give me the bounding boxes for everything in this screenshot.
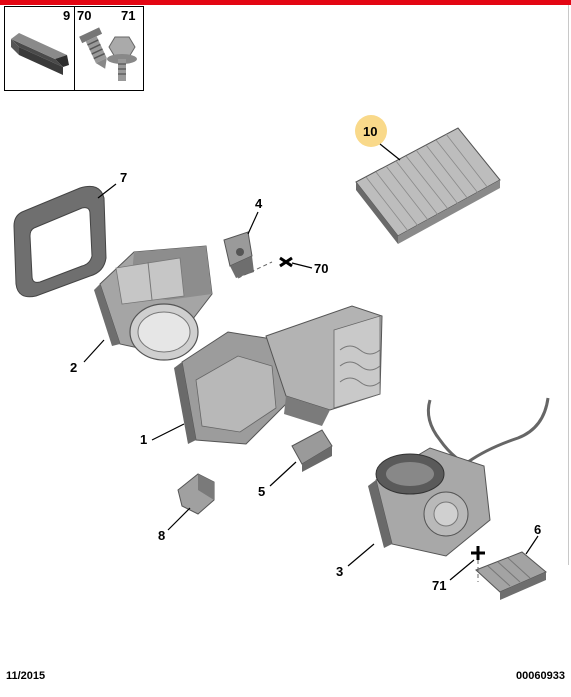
leader-line-4 <box>247 211 259 235</box>
fastener-70-marker[interactable] <box>279 256 293 268</box>
callout-7[interactable]: 7 <box>120 170 127 185</box>
frame-right-line <box>568 5 569 565</box>
callout-70[interactable]: 70 <box>314 261 328 276</box>
highlight-circle-10 <box>355 115 387 147</box>
actuator-part-4[interactable] <box>223 231 254 278</box>
cabin-filter-part-10[interactable] <box>355 127 501 244</box>
heater-unit-part-1[interactable] <box>174 305 383 445</box>
callout-8[interactable]: 8 <box>158 528 165 543</box>
blower-housing-part-2[interactable] <box>94 245 213 361</box>
leader-line-70 <box>291 262 313 269</box>
fastener-dashed-line-4 <box>237 261 273 279</box>
legend-label-71: 71 <box>121 8 136 23</box>
legend-label-70: 70 <box>77 8 92 23</box>
legend-cell-part-9[interactable]: 9 <box>5 7 75 90</box>
connector-part-5[interactable] <box>291 429 333 472</box>
screw-icon <box>79 27 107 69</box>
callout-71[interactable]: 71 <box>432 578 446 593</box>
footer-date: 11/2015 <box>6 670 46 682</box>
leader-line-1 <box>151 423 185 441</box>
leader-line-6 <box>525 535 539 555</box>
footer-reference: 00060933 <box>516 670 565 682</box>
callout-3[interactable]: 3 <box>336 564 343 579</box>
fastener-71-marker[interactable] <box>471 546 485 560</box>
callout-2[interactable]: 2 <box>70 360 77 375</box>
leader-line-10 <box>379 143 401 161</box>
resistor-part-6[interactable] <box>475 551 547 600</box>
leader-line-71 <box>449 559 475 581</box>
header-red-bar <box>0 0 571 5</box>
leader-line-5 <box>269 461 297 487</box>
leader-line-2 <box>83 339 105 363</box>
callout-5[interactable]: 5 <box>258 484 265 499</box>
legend-label-9: 9 <box>63 8 71 23</box>
callout-10[interactable]: 10 <box>363 124 377 139</box>
callout-6[interactable]: 6 <box>534 522 541 537</box>
bracket-part-8[interactable] <box>177 473 215 515</box>
seal-strip-icon <box>11 33 69 75</box>
blower-motor-part-3[interactable] <box>368 397 550 557</box>
leader-line-3 <box>347 543 375 567</box>
leader-line-7 <box>97 183 117 199</box>
legend-cell-parts-70-71[interactable]: 70 71 <box>75 7 143 90</box>
hex-bolt-icon <box>107 36 137 81</box>
legend-box: 9 70 71 <box>4 6 144 91</box>
gasket-part-7[interactable] <box>13 185 107 298</box>
callout-1[interactable]: 1 <box>140 432 147 447</box>
leader-line-8 <box>167 507 191 531</box>
callout-4[interactable]: 4 <box>255 196 263 211</box>
